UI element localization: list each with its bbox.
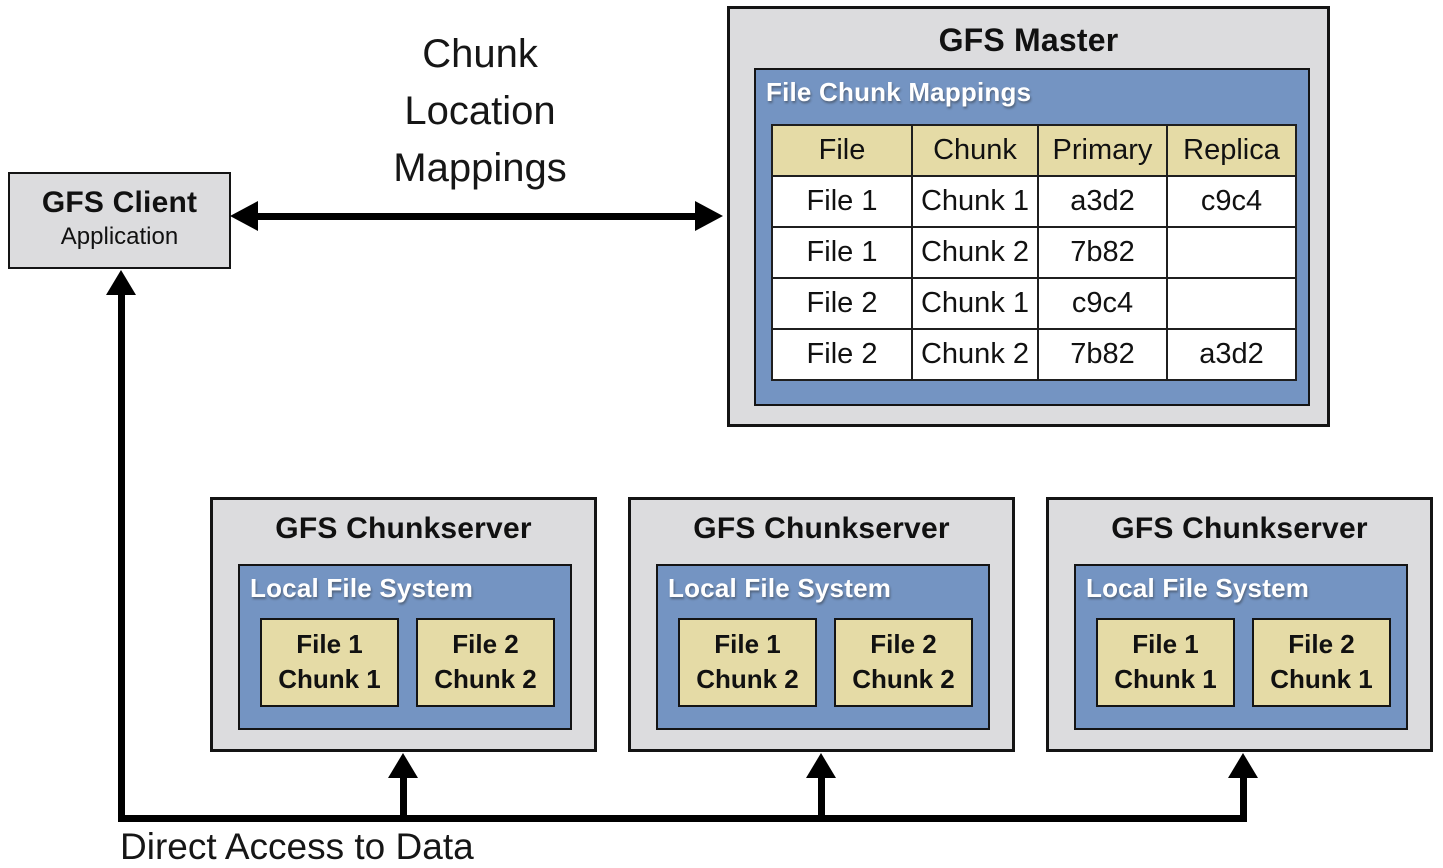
chunkserver2-arrow-stub bbox=[818, 775, 825, 815]
gfs-client-box: GFS Client Application bbox=[8, 172, 231, 269]
cell-chunk: Chunk 1 bbox=[911, 175, 1039, 228]
chunk-card-chunk: Chunk 1 bbox=[1270, 664, 1373, 694]
chunk-card-chunk: Chunk 1 bbox=[1114, 664, 1217, 694]
local-file-system-panel: Local File System File 1 Chunk 1 File 2 … bbox=[1074, 564, 1408, 730]
arrowhead-up-chunkserver3-icon bbox=[1228, 753, 1258, 778]
gfs-client-title: GFS Client bbox=[41, 186, 198, 219]
chunk-card: File 1 Chunk 1 bbox=[1096, 618, 1235, 707]
chunk-card: File 1 Chunk 2 bbox=[678, 618, 817, 707]
gfs-chunkserver-title: GFS Chunkserver bbox=[693, 512, 950, 545]
direct-access-horizontal-shaft bbox=[118, 815, 1247, 822]
cell-file: File 2 bbox=[771, 277, 913, 330]
cell-file: File 1 bbox=[771, 175, 913, 228]
chunkserver3-arrow-stub bbox=[1240, 775, 1247, 822]
file-chunk-mappings-panel: File Chunk Mappings File Chunk Primary R… bbox=[754, 68, 1310, 406]
gfs-chunkserver-box-1: GFS Chunkserver Local File System File 1… bbox=[210, 497, 597, 752]
direct-access-label: Direct Access to Data bbox=[120, 826, 474, 867]
cell-primary: a3d2 bbox=[1037, 175, 1168, 228]
chunk-card: File 2 Chunk 2 bbox=[834, 618, 973, 707]
arrowhead-up-client-icon bbox=[106, 270, 136, 295]
cell-chunk: Chunk 1 bbox=[911, 277, 1039, 330]
table-row: File 1 Chunk 2 7b82 bbox=[771, 226, 1297, 279]
table-row: File 1 Chunk 1 a3d2 c9c4 bbox=[771, 175, 1297, 228]
gfs-master-title: GFS Master bbox=[938, 22, 1119, 58]
chunk-card-file: File 1 bbox=[714, 629, 781, 659]
header-primary: Primary bbox=[1037, 124, 1168, 177]
local-file-system-panel: Local File System File 1 Chunk 1 File 2 … bbox=[238, 564, 572, 730]
chunk-card-file: File 2 bbox=[870, 629, 937, 659]
table-header-row: File Chunk Primary Replica bbox=[771, 124, 1297, 177]
cell-chunk: Chunk 2 bbox=[911, 328, 1039, 381]
gfs-chunkserver-title: GFS Chunkserver bbox=[275, 512, 532, 545]
header-replica: Replica bbox=[1166, 124, 1297, 177]
chunk-card-file: File 1 bbox=[296, 629, 363, 659]
local-file-system-label: Local File System bbox=[668, 573, 892, 603]
header-file: File bbox=[771, 124, 913, 177]
cell-replica bbox=[1166, 226, 1297, 279]
gfs-master-box: GFS Master File Chunk Mappings File Chun… bbox=[727, 6, 1330, 427]
table-row: File 2 Chunk 2 7b82 a3d2 bbox=[771, 328, 1297, 381]
direct-access-vertical-shaft bbox=[118, 292, 125, 822]
cell-chunk: Chunk 2 bbox=[911, 226, 1039, 279]
local-file-system-panel: Local File System File 1 Chunk 2 File 2 … bbox=[656, 564, 990, 730]
chunk-card: File 2 Chunk 1 bbox=[1252, 618, 1391, 707]
cell-primary: c9c4 bbox=[1037, 277, 1168, 330]
clm-label-line-3: Mappings bbox=[393, 146, 567, 190]
cell-replica bbox=[1166, 277, 1297, 330]
gfs-chunkserver-box-2: GFS Chunkserver Local File System File 1… bbox=[628, 497, 1015, 752]
cell-replica: c9c4 bbox=[1166, 175, 1297, 228]
arrowhead-right-icon bbox=[695, 201, 723, 231]
local-file-system-label: Local File System bbox=[250, 573, 474, 603]
arrowhead-left-icon bbox=[230, 201, 258, 231]
chunk-location-mappings-label: Chunk Location Mappings bbox=[330, 26, 630, 197]
clm-label-line-1: Chunk bbox=[422, 32, 538, 76]
gfs-client-subtitle: Application bbox=[60, 223, 179, 250]
arrowhead-up-chunkserver1-icon bbox=[388, 753, 418, 778]
table-row: File 2 Chunk 1 c9c4 bbox=[771, 277, 1297, 330]
chunk-card: File 2 Chunk 2 bbox=[416, 618, 555, 707]
header-chunk: Chunk bbox=[911, 124, 1039, 177]
chunk-card: File 1 Chunk 1 bbox=[260, 618, 399, 707]
chunk-card-chunk: Chunk 2 bbox=[852, 664, 955, 694]
file-chunk-mappings-label: File Chunk Mappings bbox=[766, 77, 1032, 107]
chunk-card-file: File 2 bbox=[1288, 629, 1355, 659]
chunk-card-file: File 1 bbox=[1132, 629, 1199, 659]
local-file-system-label: Local File System bbox=[1086, 573, 1310, 603]
gfs-chunkserver-title: GFS Chunkserver bbox=[1111, 512, 1368, 545]
cell-replica: a3d2 bbox=[1166, 328, 1297, 381]
client-master-arrow-shaft bbox=[252, 213, 700, 220]
arrowhead-up-chunkserver2-icon bbox=[806, 753, 836, 778]
file-chunk-mappings-table: File Chunk Primary Replica File 1 Chunk … bbox=[771, 124, 1297, 381]
chunkserver1-arrow-stub bbox=[400, 775, 407, 815]
chunk-card-chunk: Chunk 2 bbox=[696, 664, 799, 694]
chunk-card-chunk: Chunk 1 bbox=[278, 664, 381, 694]
cell-primary: 7b82 bbox=[1037, 328, 1168, 381]
chunk-card-chunk: Chunk 2 bbox=[434, 664, 537, 694]
cell-file: File 1 bbox=[771, 226, 913, 279]
cell-file: File 2 bbox=[771, 328, 913, 381]
cell-primary: 7b82 bbox=[1037, 226, 1168, 279]
chunk-card-file: File 2 bbox=[452, 629, 519, 659]
clm-label-line-2: Location bbox=[404, 89, 556, 133]
gfs-chunkserver-box-3: GFS Chunkserver Local File System File 1… bbox=[1046, 497, 1433, 752]
